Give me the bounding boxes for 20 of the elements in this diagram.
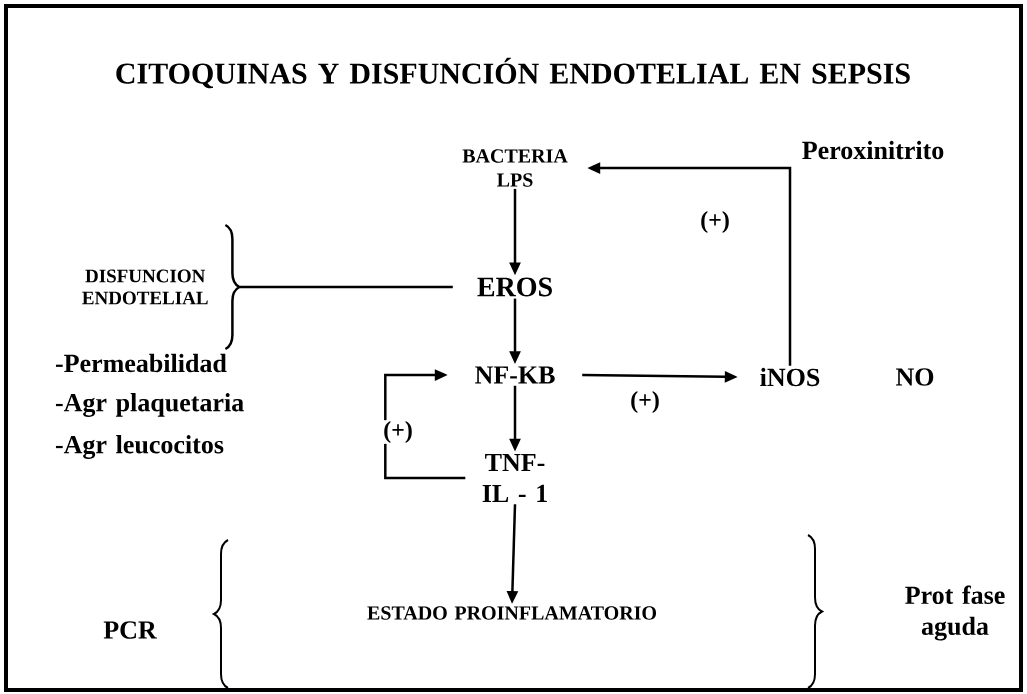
label-text: PCR bbox=[103, 621, 157, 639]
node-text: DISFUNCION ENDOTELIAL bbox=[82, 269, 208, 305]
label-text: Prot fase aguda bbox=[905, 585, 1005, 641]
edge-label: (+) bbox=[629, 390, 661, 414]
node-text: NF-KB bbox=[475, 366, 555, 384]
label-text: -Agr plaquetaria bbox=[55, 393, 244, 417]
node-text: ESTADO PROINFLAMATORIO bbox=[367, 606, 656, 620]
label-text: -Agr leucocitos bbox=[55, 435, 224, 459]
edge-label: (+) bbox=[382, 420, 414, 444]
label-text: -Permeabilidad bbox=[55, 353, 227, 373]
title: CITOQUINAS Y DISFUNCIÓN ENDOTELIAL EN SEPSIS bbox=[116, 57, 910, 89]
label-text: Peroxinitrito bbox=[802, 140, 944, 160]
label-text: NO bbox=[896, 368, 934, 386]
node-text: iNOS bbox=[760, 367, 820, 387]
node-text: EROS bbox=[477, 277, 552, 297]
arrow bbox=[384, 369, 466, 480]
node-text: TNF- IL - 1 bbox=[482, 454, 547, 502]
node-text: BACTERIA LPS bbox=[462, 149, 568, 187]
bracket-connector bbox=[224, 223, 455, 351]
edge-label: (+) bbox=[699, 210, 731, 234]
